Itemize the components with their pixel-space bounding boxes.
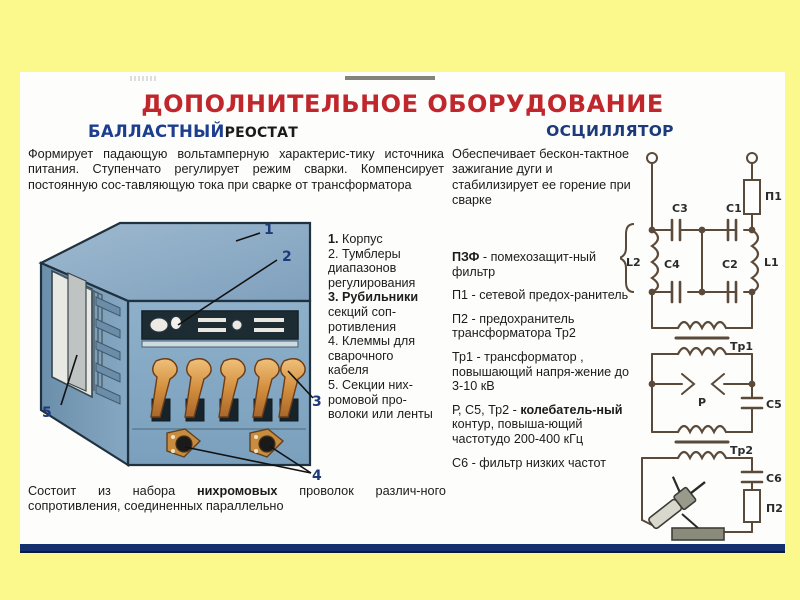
pzf-brace — [620, 223, 635, 293]
legend-text-1: Корпус — [338, 232, 383, 246]
left-section-heading: БАЛЛАСТНЫЙРЕОСТАТ — [28, 122, 358, 141]
osc-item-oc-text: контур, повыша-ющий частотудо 200-400 кГ… — [452, 417, 584, 446]
page-title: ДОПОЛНИТЕЛЬНОЕ ОБОРУДОВАНИЕ — [141, 90, 664, 118]
legend-text-5: Секции них-ромовой про-волоки или ленты — [328, 377, 433, 422]
legend-item-2: 2. Тумблеры диапазонов регулирования — [328, 247, 436, 291]
callout-number-2: 2 — [282, 249, 292, 265]
circuit-label-c5: C5 — [766, 398, 782, 411]
osc-item-oc-bold: колебатель-ный — [520, 402, 623, 417]
rheostat-parts-legend: 1. Корпус 2. Тумблеры диапазонов регулир… — [328, 232, 436, 422]
circuit-label-l1: L1 — [764, 256, 779, 269]
legend-num-3: 3. — [328, 290, 339, 305]
legend-item-4: 4. Клеммы для сварочного кабеля — [328, 334, 436, 378]
footer-post: проволок различ-ного сопротивления, соед… — [28, 484, 446, 514]
right-section-heading: ОСЦИЛЛЯТОР — [546, 122, 674, 140]
legend-text-2: Тумблеры диапазонов регулирования — [328, 246, 416, 290]
osc-item-pzf-text: - помехозащит-ный фильтр — [452, 250, 596, 279]
circuit-label-c6: C6 — [766, 472, 782, 485]
osc-item-oscillating-circuit: Р, С5, Тр2 - колебатель-ный контур, повы… — [452, 403, 637, 447]
legend-text-4: Клеммы для сварочного кабеля — [328, 334, 416, 378]
circuit-label-c2: C2 — [722, 258, 738, 271]
slide-accent-bar — [20, 544, 785, 553]
oscillator-description: Обеспечивает бескон-тактное зажигание ду… — [452, 147, 631, 208]
osc-item-oc-prefix: Р, С5, Тр2 - — [452, 402, 521, 417]
circuit-label-tr1: Тр1 — [730, 340, 753, 353]
circuit-label-p2: П2 — [766, 502, 783, 515]
ballast-rheostat-footer: Состоит из набора нихромовых проволок ра… — [28, 484, 446, 515]
scan-artifact-left — [130, 76, 158, 81]
legend-item-1: 1. Корпус — [328, 232, 436, 247]
legend-num-2: 2. — [328, 246, 339, 261]
legend-item-3: 3. Рубильники секций соп-ротивления — [328, 290, 436, 334]
footer-bold: нихромовых — [196, 484, 278, 498]
callout-number-1: 1 — [264, 222, 274, 238]
legend-bold-3: Рубильники — [342, 290, 419, 305]
slide-sheet: ДОПОЛНИТЕЛЬНОЕ ОБОРУДОВАНИЕ БАЛЛАСТНЫЙРЕ… — [20, 72, 785, 547]
circuit-label-c4: C4 — [664, 258, 680, 271]
legend-num-1: 1. — [328, 232, 339, 246]
ballast-rheostat-description: Формирует падающую вольтамперную характе… — [28, 147, 444, 192]
osc-item-p2: П2 - предохранитель трансформатора Тр2 — [452, 311, 576, 341]
legend-item-5: 5. Секции них-ромовой про-волоки или лен… — [328, 378, 436, 422]
legend-text-3: секций соп-ротивления — [328, 304, 397, 334]
circuit-label-p1: П1 — [765, 190, 782, 203]
circuit-label-l2: L2 — [626, 256, 641, 269]
circuit-label-tr2: Тр2 — [730, 444, 753, 457]
osc-item-c6: С6 - фильтр низких частот — [452, 455, 606, 470]
ballast-rheostat-illustration — [28, 215, 318, 483]
circuit-label-p: Р — [698, 396, 706, 409]
left-heading-rest: РЕОСТАТ — [224, 125, 298, 141]
left-heading-bold: БАЛЛАСТНЫЙ — [88, 122, 225, 141]
osc-item-pzf-bold: ПЗФ — [452, 250, 480, 264]
callout-number-5: 5 — [42, 405, 52, 421]
callout-number-4: 4 — [312, 468, 322, 484]
circuit-label-c1: C1 — [726, 202, 742, 215]
legend-num-5: 5. — [328, 377, 339, 392]
osc-item-p1: П1 - сетевой предох-ранитель — [452, 288, 629, 303]
oscillator-circuit-diagram: C3 C1 C4 C2 L2 L1 П1 Тр1 Р C5 Тр2 C6 П2 — [620, 142, 795, 542]
callout-number-3: 3 — [312, 394, 322, 410]
oscillator-legend: ПЗФ - помехозащит-ный фильтр П1 - сетево… — [452, 250, 637, 479]
footer-pre: Состоит из набора — [28, 484, 197, 498]
scan-artifact-center — [345, 76, 435, 80]
osc-item-tr1: Тр1 - трансформатор , повышающий напря-ж… — [452, 349, 629, 394]
circuit-label-c3: C3 — [672, 202, 688, 215]
osc-item-pzf: ПЗФ - помехозащит-ный фильтр — [452, 250, 637, 279]
legend-num-4: 4. — [328, 334, 339, 349]
